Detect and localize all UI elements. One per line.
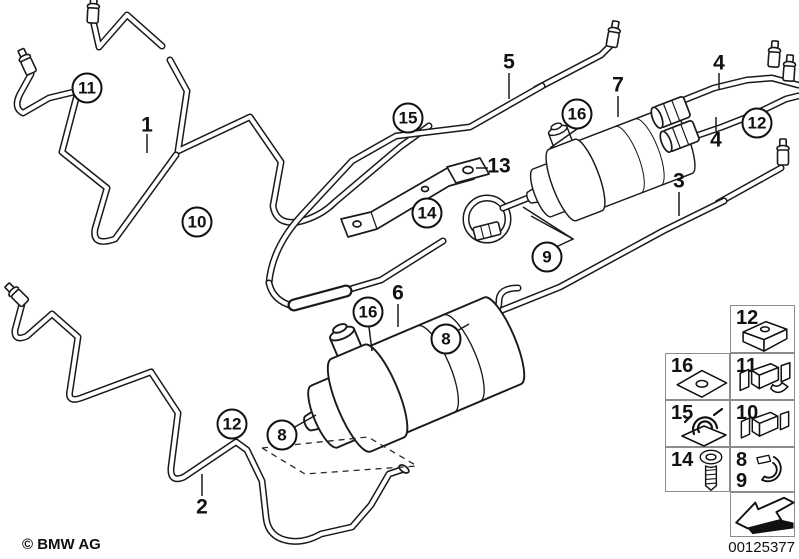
label-part-6[interactable]: 6 [392,281,404,305]
callout-9[interactable]: 9 [531,241,563,273]
legend-number-9: 9 [736,470,748,492]
callout-8-right[interactable]: 8 [430,323,462,355]
spacer-plate-icon [676,369,728,398]
legend-cell-15[interactable]: 15 [665,400,730,447]
fuel-line-5 [269,44,612,306]
legend-cell-10[interactable]: 10 [730,400,795,447]
image-number: 00125377 [728,539,795,556]
callout-15[interactable]: 15 [392,102,424,134]
leader-lines [146,73,720,496]
callout-14[interactable]: 14 [411,197,443,229]
line-clamp-icon [740,410,790,439]
legend-cell-14[interactable]: 14 [665,447,730,492]
legend-cell-8-9[interactable]: 8 9 [730,447,795,492]
label-part-1[interactable]: 1 [141,113,153,137]
label-part-4-bottom[interactable]: 4 [710,128,722,152]
legend-cell-12[interactable]: 12 [730,305,795,353]
legend-number-8: 8 [736,449,748,471]
legend-number-12: 12 [736,307,759,329]
holding-bracket-13 [340,157,490,238]
legend-cell-arrow [730,492,795,537]
pipe-clip-icon [742,320,788,352]
label-part-13[interactable]: 13 [487,154,511,178]
copyright-notice: © BMW AG [22,536,101,553]
label-part-5[interactable]: 5 [503,50,515,74]
legend-number-16: 16 [671,355,694,377]
callout-8-left[interactable]: 8 [266,419,298,451]
callout-10[interactable]: 10 [181,206,213,238]
legend-number-14: 14 [671,449,694,471]
fuel-line-1 [17,15,429,241]
legend-cell-16[interactable]: 16 [665,353,730,400]
direction-arrow-icon [735,496,795,535]
label-part-2[interactable]: 2 [196,495,208,519]
legend-cell-11[interactable]: 11 [730,353,795,400]
label-part-7[interactable]: 7 [612,73,624,97]
callout-12-lower[interactable]: 12 [216,408,248,440]
callout-11[interactable]: 11 [71,72,103,104]
hose-clamp-icon [756,454,782,483]
label-part-3[interactable]: 3 [673,169,685,193]
holder-clip-icon [681,407,727,447]
callout-16-lower[interactable]: 16 [352,296,384,328]
label-part-4-top[interactable]: 4 [713,51,725,75]
callout-16-upper[interactable]: 16 [561,98,593,130]
mounting-plane-dashed [261,436,418,475]
callout-12-right[interactable]: 12 [741,107,773,139]
hose-coupling [472,221,502,241]
screw-icon [699,449,723,491]
line-clamp-icon [739,362,791,394]
